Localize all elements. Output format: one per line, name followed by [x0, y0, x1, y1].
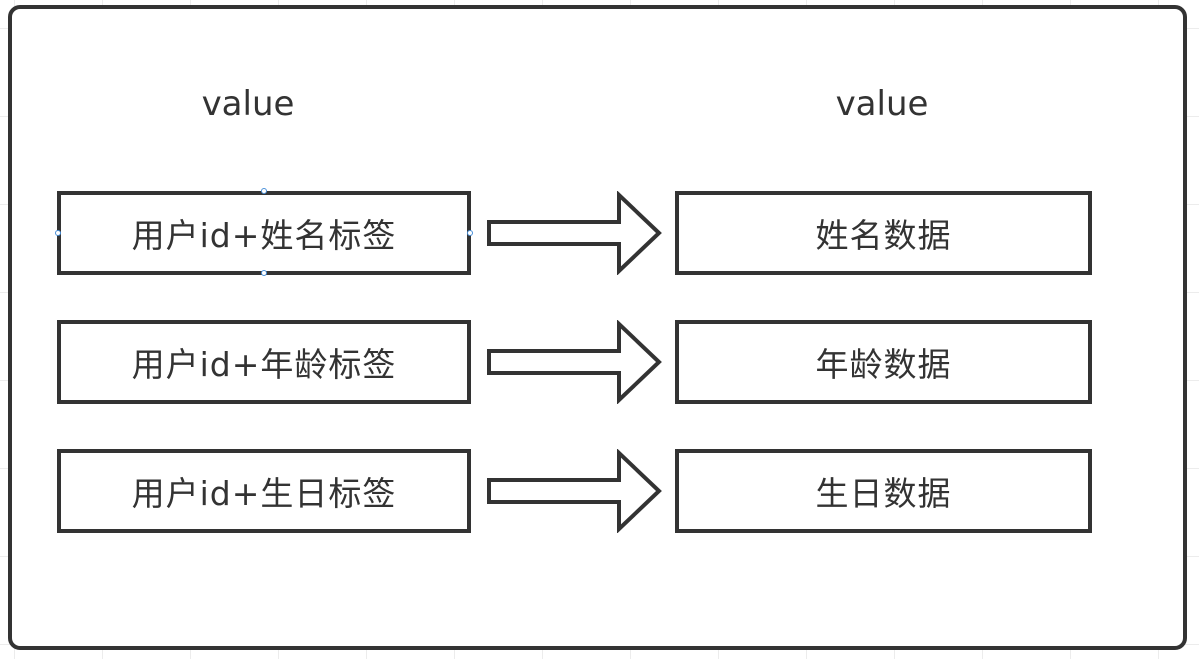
value-box-age[interactable]: 年龄数据	[675, 320, 1092, 404]
key-box-age[interactable]: 用户id+年龄标签	[57, 320, 471, 404]
value-box-label: 姓名数据	[815, 216, 952, 255]
right-column-header: value	[835, 84, 929, 124]
key-box-label: 用户id+年龄标签	[131, 345, 397, 384]
value-box-name[interactable]: 姓名数据	[675, 191, 1092, 275]
key-box-birthday[interactable]: 用户id+生日标签	[57, 449, 471, 533]
selection-handle-top[interactable]	[261, 188, 267, 194]
key-box-label: 用户id+姓名标签	[131, 216, 397, 255]
value-box-label: 年龄数据	[815, 345, 952, 384]
key-box-label: 用户id+生日标签	[131, 474, 397, 513]
selection-handle-left[interactable]	[55, 230, 61, 236]
key-box-name[interactable]: 用户id+姓名标签	[57, 191, 471, 275]
right-block-arrow-icon	[487, 320, 662, 404]
value-box-birthday[interactable]: 生日数据	[675, 449, 1092, 533]
left-column-header: value	[201, 84, 295, 124]
right-block-arrow-icon	[487, 449, 662, 533]
value-box-label: 生日数据	[815, 474, 952, 513]
selection-handle-bottom[interactable]	[261, 270, 267, 276]
selection-handle-right[interactable]	[467, 230, 473, 236]
right-block-arrow-icon	[487, 191, 662, 275]
